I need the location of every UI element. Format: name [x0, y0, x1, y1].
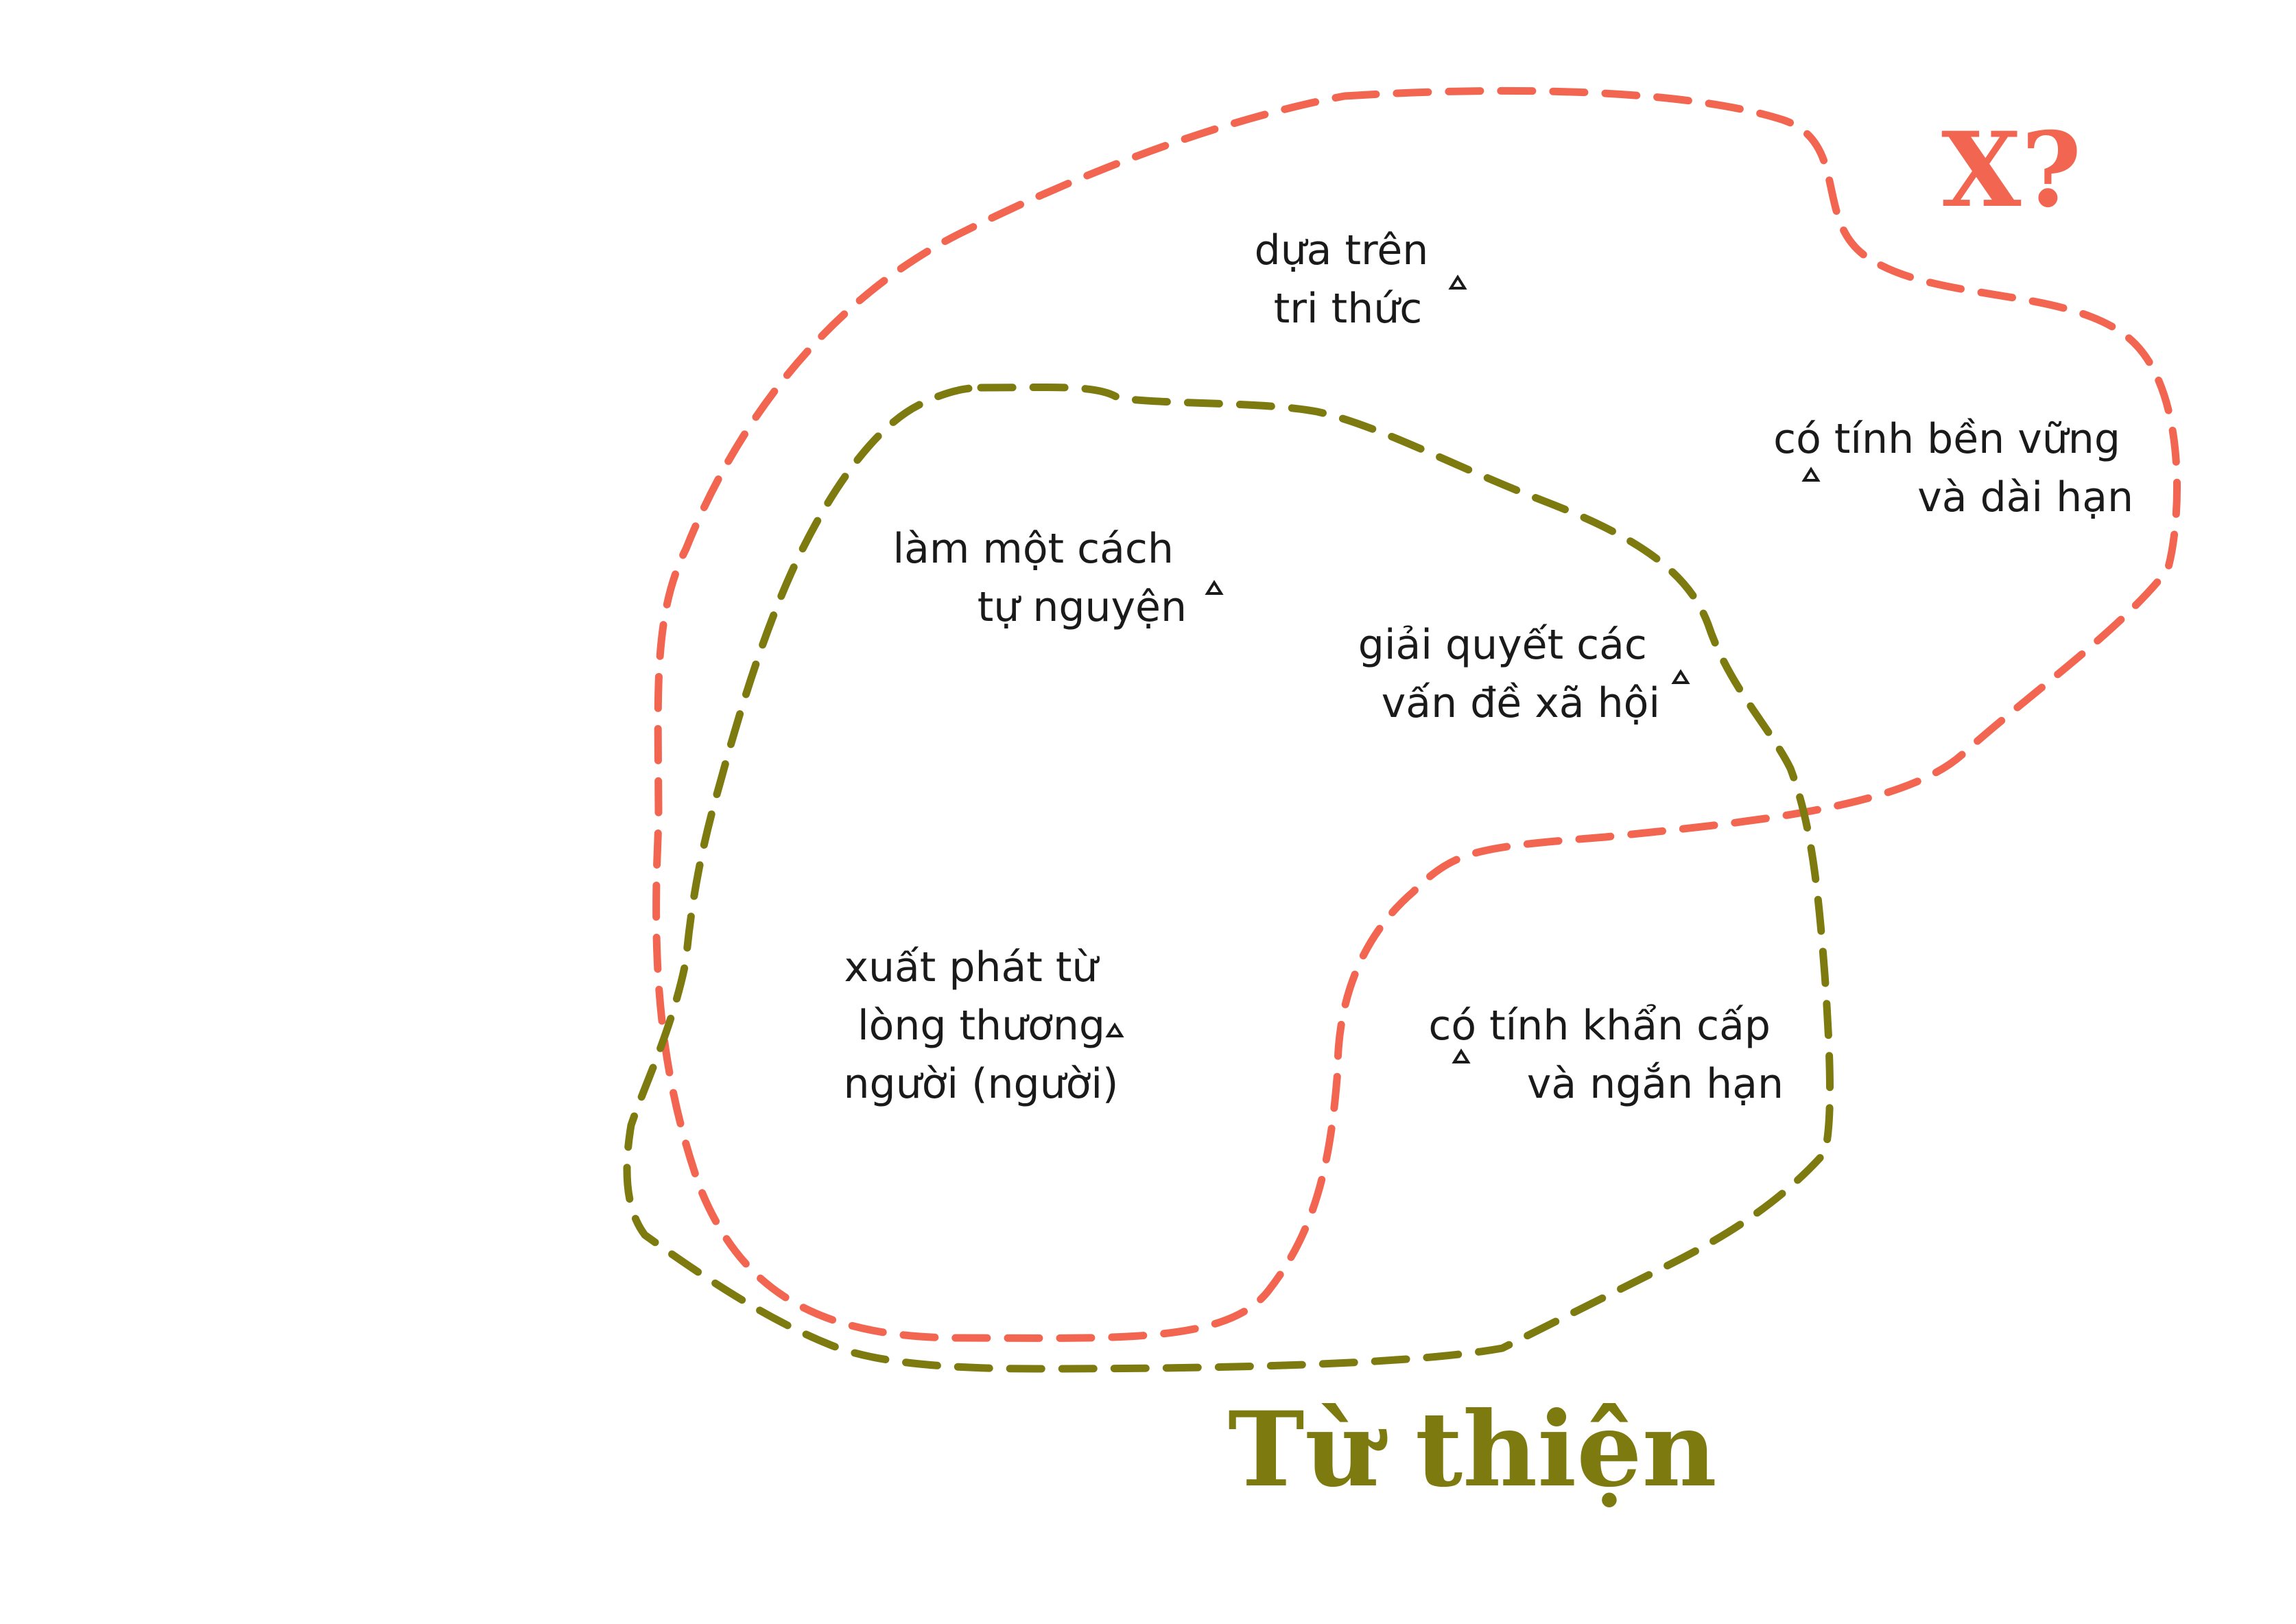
set-x-label: X?	[1941, 110, 2081, 231]
set-tu-thien-label: Từ thiện	[1228, 1389, 1717, 1510]
svg-text:có tính khẩn cấp và ngắn: có tính khẩn cấp và ngắn hạn	[1428, 1002, 1784, 1108]
item-line: và dài hạn	[1917, 473, 2133, 521]
item-van-de-xa-hoi: giải quyết các vấn đề xã hội	[1358, 621, 1690, 727]
item-khan-cap-ngan-han: có tính khẩn cấp và ngắn hạn	[1428, 1002, 1784, 1108]
pin-icon	[1105, 1022, 1124, 1037]
svg-text:có tính bền vững và dài: có tính bền vững và dài hạn	[1773, 415, 2133, 521]
item-line: xuất phát từ	[844, 943, 1100, 991]
set-x-boundary	[652, 86, 2181, 1342]
pin-icon	[1205, 580, 1224, 595]
pin-icon	[1448, 274, 1467, 290]
item-line: người (người)	[844, 1060, 1119, 1108]
item-line: giải quyết các	[1358, 621, 1647, 669]
item-dua-tren-tri-thuc: dựa trên tri thức	[1255, 226, 1467, 333]
item-line: tri thức	[1274, 285, 1423, 333]
set-tu-thien-boundary	[623, 383, 1834, 1373]
item-line: có tính bền vững	[1773, 415, 2120, 463]
item-line: dựa trên	[1255, 226, 1429, 274]
svg-text:dựa trên tri thức: dựa trên tri thức	[1255, 226, 1442, 333]
item-line: tự nguyện	[978, 583, 1187, 631]
item-line: làm một cách	[892, 525, 1173, 573]
item-line: lòng thương	[857, 1002, 1105, 1050]
item-line: và ngắn hạn	[1527, 1060, 1784, 1108]
pin-icon	[1801, 467, 1821, 482]
item-line: vấn đề xã hội	[1382, 679, 1660, 727]
item-ben-vung-dai-han: có tính bền vững và dài hạn	[1773, 415, 2133, 521]
item-long-thuong-nguoi: xuất phát từ lòng thương người (người)	[844, 943, 1124, 1108]
item-tu-nguyen: làm một cách tự nguyện	[892, 525, 1224, 631]
svg-text:làm một cách tự nguyện: làm một cách tự nguyện	[892, 525, 1187, 631]
pin-icon	[1671, 669, 1690, 684]
item-line: có tính khẩn cấp	[1428, 1002, 1771, 1050]
pin-icon	[1452, 1048, 1471, 1063]
svg-text:giải quyết các vấn đề xã: giải quyết các vấn đề xã hội	[1358, 621, 1660, 727]
svg-text:xuất phát từ lòng thương: xuất phát từ lòng thương người (người)	[844, 943, 1119, 1108]
